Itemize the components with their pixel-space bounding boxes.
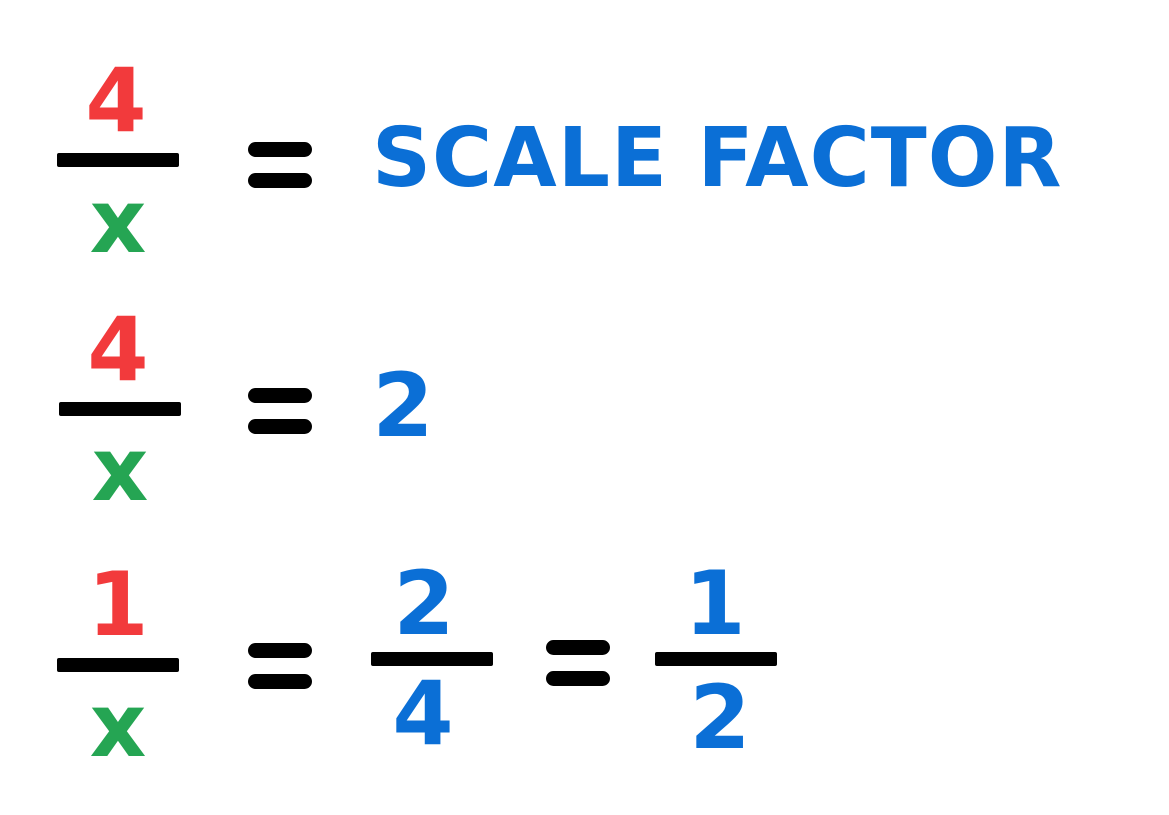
eq1-scale-factor-text: SCALE FACTOR bbox=[372, 111, 1063, 206]
eq3-denominator: x bbox=[89, 674, 147, 777]
eq2-fraction-bar bbox=[59, 402, 181, 416]
eq2-denominator: x bbox=[91, 418, 149, 521]
eq2-equals-sign bbox=[248, 388, 312, 434]
eq3-numerator: 1 bbox=[87, 553, 149, 656]
eq1-fraction-bar bbox=[57, 153, 179, 167]
eq2-numerator: 4 bbox=[87, 298, 149, 401]
eq3-equals-sign-1 bbox=[248, 643, 312, 689]
eq3-fraction-2-numerator: 1 bbox=[684, 552, 746, 655]
eq1-numerator: 4 bbox=[85, 49, 147, 152]
eq3-fraction-1-denominator: 4 bbox=[392, 662, 454, 765]
eq3-fraction-1-bar bbox=[371, 652, 493, 666]
eq3-fraction-2-bar bbox=[655, 652, 777, 666]
eq3-fraction-bar bbox=[57, 658, 179, 672]
eq1-equals-sign bbox=[248, 142, 312, 188]
eq3-fraction-2-denominator: 2 bbox=[689, 666, 751, 769]
eq2-result: 2 bbox=[372, 354, 434, 457]
eq1-denominator: x bbox=[89, 170, 147, 273]
eq3-equals-sign-2 bbox=[546, 640, 610, 686]
eq3-fraction-1-numerator: 2 bbox=[393, 552, 455, 655]
